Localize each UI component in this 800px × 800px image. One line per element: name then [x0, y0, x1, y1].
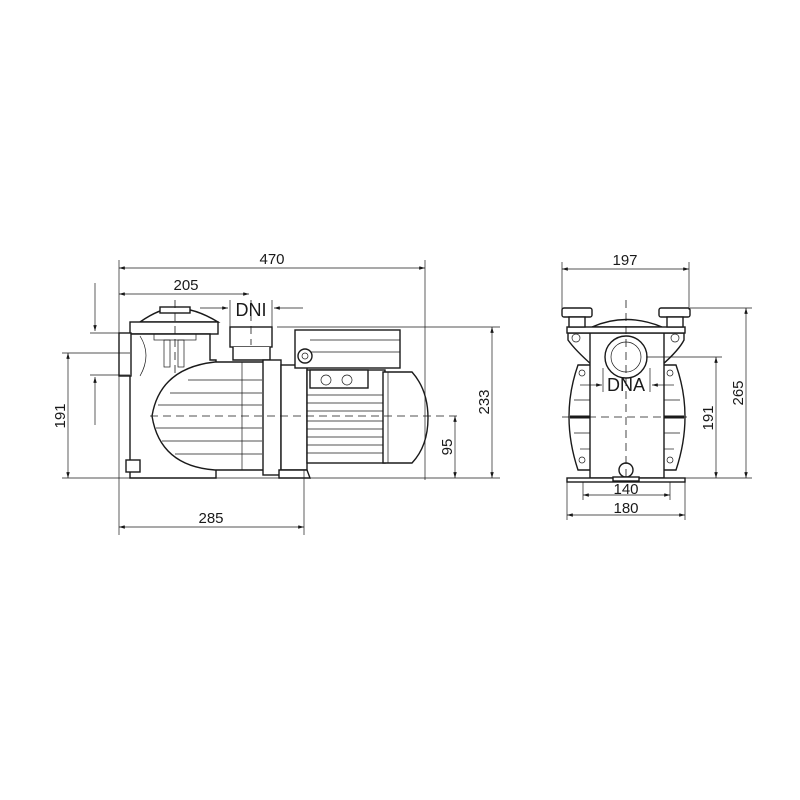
front-view-dimensions: 197 DNA 191 265 140 180 — [561, 252, 752, 520]
dim-overall-length: 470 — [259, 251, 284, 268]
side-view-body — [118, 306, 429, 479]
dim-inlet-height: 191 — [52, 403, 69, 428]
dim-width: 197 — [612, 252, 637, 269]
label-dna: DNA — [607, 375, 645, 395]
dim-base-length: 285 — [198, 510, 223, 527]
dim-base-hole-spacing: 140 — [613, 481, 638, 498]
label-dni: DNI — [236, 300, 267, 320]
dim-outlet-height: 191 — [700, 405, 717, 430]
side-view-dimensions: 470 205 DNI 191 233 95 285 — [52, 251, 500, 535]
dim-front-total-height: 265 — [730, 380, 747, 405]
front-view: 197 DNA 191 265 140 180 — [561, 252, 752, 520]
side-view: 470 205 DNI 191 233 95 285 — [52, 251, 500, 535]
dim-total-height: 233 — [476, 389, 493, 414]
dim-shaft-height: 95 — [439, 439, 456, 456]
dim-inlet-offset: 205 — [173, 277, 198, 294]
dim-base-width: 180 — [613, 500, 638, 517]
